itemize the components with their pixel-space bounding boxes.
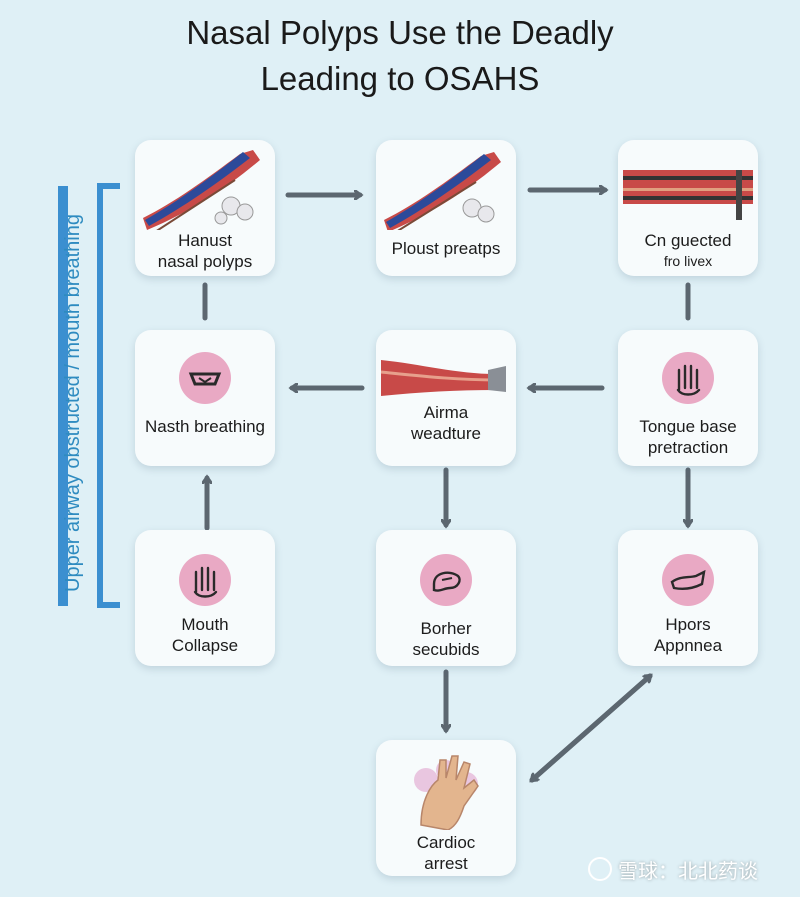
hand-icon — [662, 352, 714, 404]
node-nasal-polyps-line1: Hanust — [178, 231, 232, 250]
node-nasal-polyps-line2: nasal polyps — [157, 252, 253, 271]
mouth-icon — [179, 352, 231, 404]
node-airway-narrowing: Airma weadture — [376, 330, 516, 466]
node-apnea-line1: Hpors — [665, 615, 711, 634]
node-cardiac-arrest: Cardioc arrest — [376, 740, 516, 876]
watermark-text: 雪球：北北药谈 — [618, 861, 758, 883]
organ-icon — [420, 554, 472, 606]
title-line-1: Nasal Polyps Use the Deadly — [186, 14, 614, 51]
node-mouth-breathing: Nasth breathing — [135, 330, 275, 466]
node-airway-narrowing-line2: weadture — [411, 424, 481, 443]
snowball-icon — [588, 857, 612, 881]
node-congested-line2: fro livex — [663, 253, 713, 269]
node-tongue-base: Tongue base pretraction — [618, 330, 758, 466]
hand-icon — [179, 554, 231, 606]
node-mouth-breathing-line1: Nasth breathing — [144, 417, 266, 436]
side-bracket-text: Upper airway obstructed / mouth breathin… — [62, 214, 84, 592]
node-cardiac-arrest-line1: Cardioc — [416, 833, 476, 852]
node-polyps-growth: Ploust preatps — [376, 140, 516, 276]
nasal-tissue-illustration — [143, 150, 260, 230]
narrowed-airway-illustration — [380, 360, 506, 396]
watermark: 雪球：北北药谈 — [588, 855, 758, 884]
hand-heart-illustration — [414, 755, 479, 830]
node-tongue-base-line2: pretraction — [647, 438, 729, 457]
node-secondary: Borher secubids — [376, 530, 516, 666]
node-nasal-polyps: Hanust nasal polyps — [135, 140, 275, 276]
node-airway-narrowing-line1: Airma — [423, 403, 469, 422]
node-tongue-base-line1: Tongue base — [639, 417, 737, 436]
sleep-icon — [662, 554, 714, 606]
page-title: Nasal Polyps Use the Deadly Leading to O… — [0, 10, 800, 102]
node-mouth-collapse: Mouth Collapse — [135, 530, 275, 666]
node-congested: Cn guected fro livex — [618, 140, 758, 276]
title-line-2: Leading to OSAHS — [260, 60, 540, 97]
polyp-tissue-illustration — [384, 152, 501, 230]
node-mouth-collapse-line2: Collapse — [171, 636, 239, 655]
node-polyps-growth-line1: Ploust preatps — [391, 239, 501, 258]
node-mouth-collapse-line1: Mouth — [181, 615, 229, 634]
arrow-n10-n9 — [529, 673, 650, 783]
side-bracket — [58, 183, 120, 608]
node-secondary-line1: Borher — [420, 619, 472, 638]
congested-airway-illustration — [623, 170, 753, 220]
node-secondary-line2: secubids — [412, 640, 480, 659]
node-apnea: Hpors Appnnea — [618, 530, 758, 666]
node-apnea-line2: Appnnea — [653, 636, 723, 655]
node-cardiac-arrest-line2: arrest — [424, 854, 468, 873]
node-congested-line1: Cn guected — [644, 231, 732, 250]
